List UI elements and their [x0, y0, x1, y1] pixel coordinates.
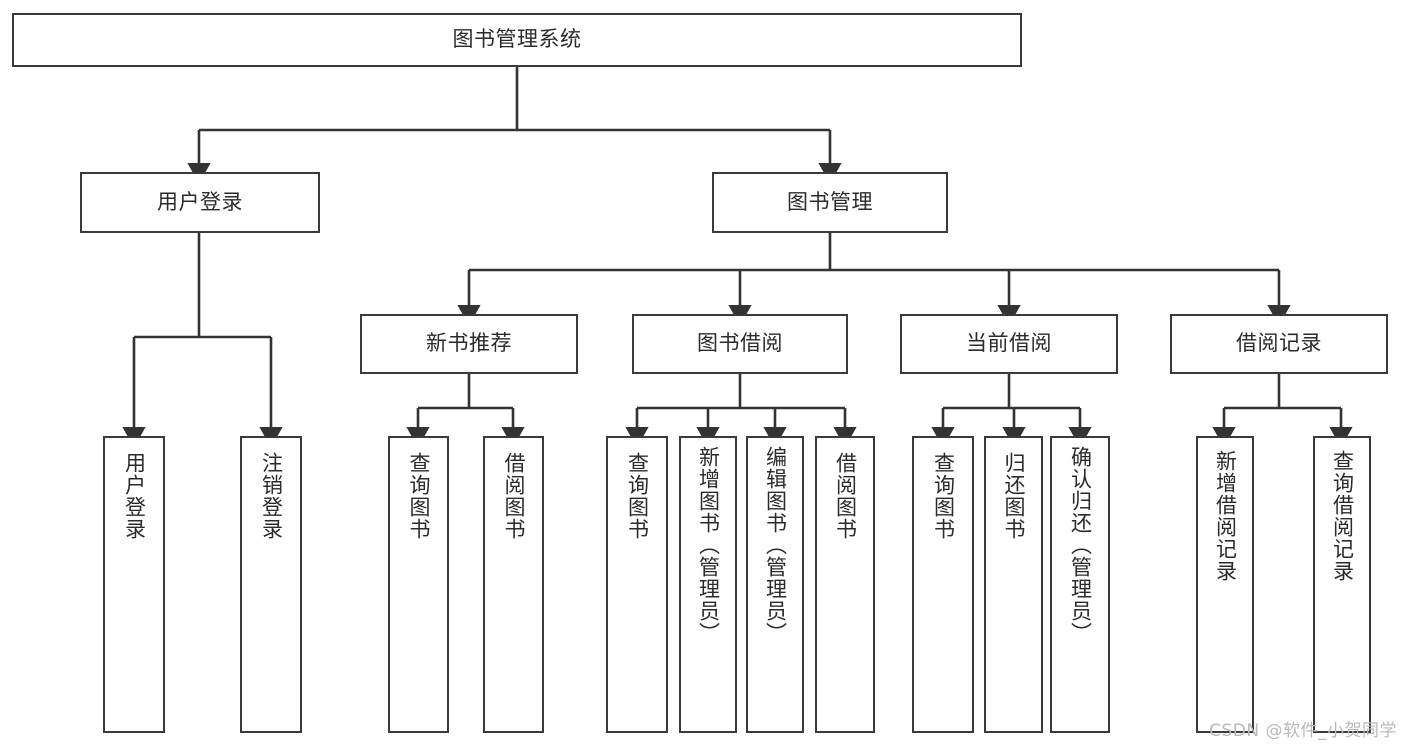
node-current-borrow-label: 当前借阅	[966, 331, 1052, 356]
node-root-book-management-system[interactable]: 图书管理系统	[12, 13, 1022, 67]
node-book-borrow[interactable]: 图书借阅	[632, 314, 848, 374]
node-leaf-logout-login[interactable]: 注销登录	[240, 436, 302, 733]
node-root-label: 图书管理系统	[452, 27, 582, 52]
node-leaf-confirm-return-label: 确认归还（管理员）	[1068, 446, 1093, 644]
node-user-login-label: 用户登录	[157, 189, 243, 214]
node-leaf-query-record-label: 查询借阅记录	[1330, 450, 1355, 582]
node-leaf-query-record[interactable]: 查询借阅记录	[1313, 436, 1371, 733]
node-leaf-return-book-label: 归还图书	[1001, 452, 1026, 540]
node-leaf-return-book[interactable]: 归还图书	[984, 436, 1043, 733]
node-book-management-label: 图书管理	[787, 189, 873, 214]
csdn-watermark: CSDN @软件_小贺同学	[1209, 721, 1397, 741]
node-leaf-borrow-book-1-label: 借阅图书	[501, 452, 526, 540]
node-leaf-query-book-2-label: 查询图书	[625, 452, 650, 540]
node-current-borrow[interactable]: 当前借阅	[900, 314, 1118, 374]
node-leaf-add-record-label: 新增借阅记录	[1213, 450, 1238, 582]
node-leaf-query-book-2[interactable]: 查询图书	[606, 436, 668, 733]
node-new-book-recommend-label: 新书推荐	[426, 331, 512, 356]
node-leaf-confirm-return[interactable]: 确认归还（管理员）	[1050, 436, 1110, 733]
node-leaf-borrow-book-1[interactable]: 借阅图书	[483, 436, 544, 733]
node-leaf-query-book-3-label: 查询图书	[931, 452, 956, 540]
node-book-management[interactable]: 图书管理	[712, 172, 948, 233]
node-leaf-logout-login-label: 注销登录	[259, 452, 284, 540]
node-new-book-recommend[interactable]: 新书推荐	[360, 314, 578, 374]
node-leaf-borrow-book-2-label: 借阅图书	[833, 452, 858, 540]
node-book-borrow-label: 图书借阅	[697, 331, 783, 356]
node-leaf-query-book-3[interactable]: 查询图书	[912, 436, 974, 733]
node-leaf-query-book-1-label: 查询图书	[406, 452, 431, 540]
node-user-login[interactable]: 用户登录	[80, 172, 320, 233]
node-borrow-record[interactable]: 借阅记录	[1170, 314, 1388, 374]
node-leaf-add-record[interactable]: 新增借阅记录	[1196, 436, 1254, 733]
node-leaf-user-login-label: 用户登录	[122, 452, 147, 540]
node-leaf-query-book-1[interactable]: 查询图书	[388, 436, 449, 733]
node-leaf-add-book[interactable]: 新增图书（管理员）	[679, 436, 737, 733]
node-borrow-record-label: 借阅记录	[1236, 331, 1322, 356]
node-leaf-edit-book[interactable]: 编辑图书（管理员）	[746, 436, 804, 733]
node-leaf-add-book-label: 新增图书（管理员）	[696, 446, 721, 644]
node-leaf-user-login[interactable]: 用户登录	[103, 436, 165, 733]
node-leaf-edit-book-label: 编辑图书（管理员）	[763, 446, 788, 644]
node-leaf-borrow-book-2[interactable]: 借阅图书	[815, 436, 875, 733]
